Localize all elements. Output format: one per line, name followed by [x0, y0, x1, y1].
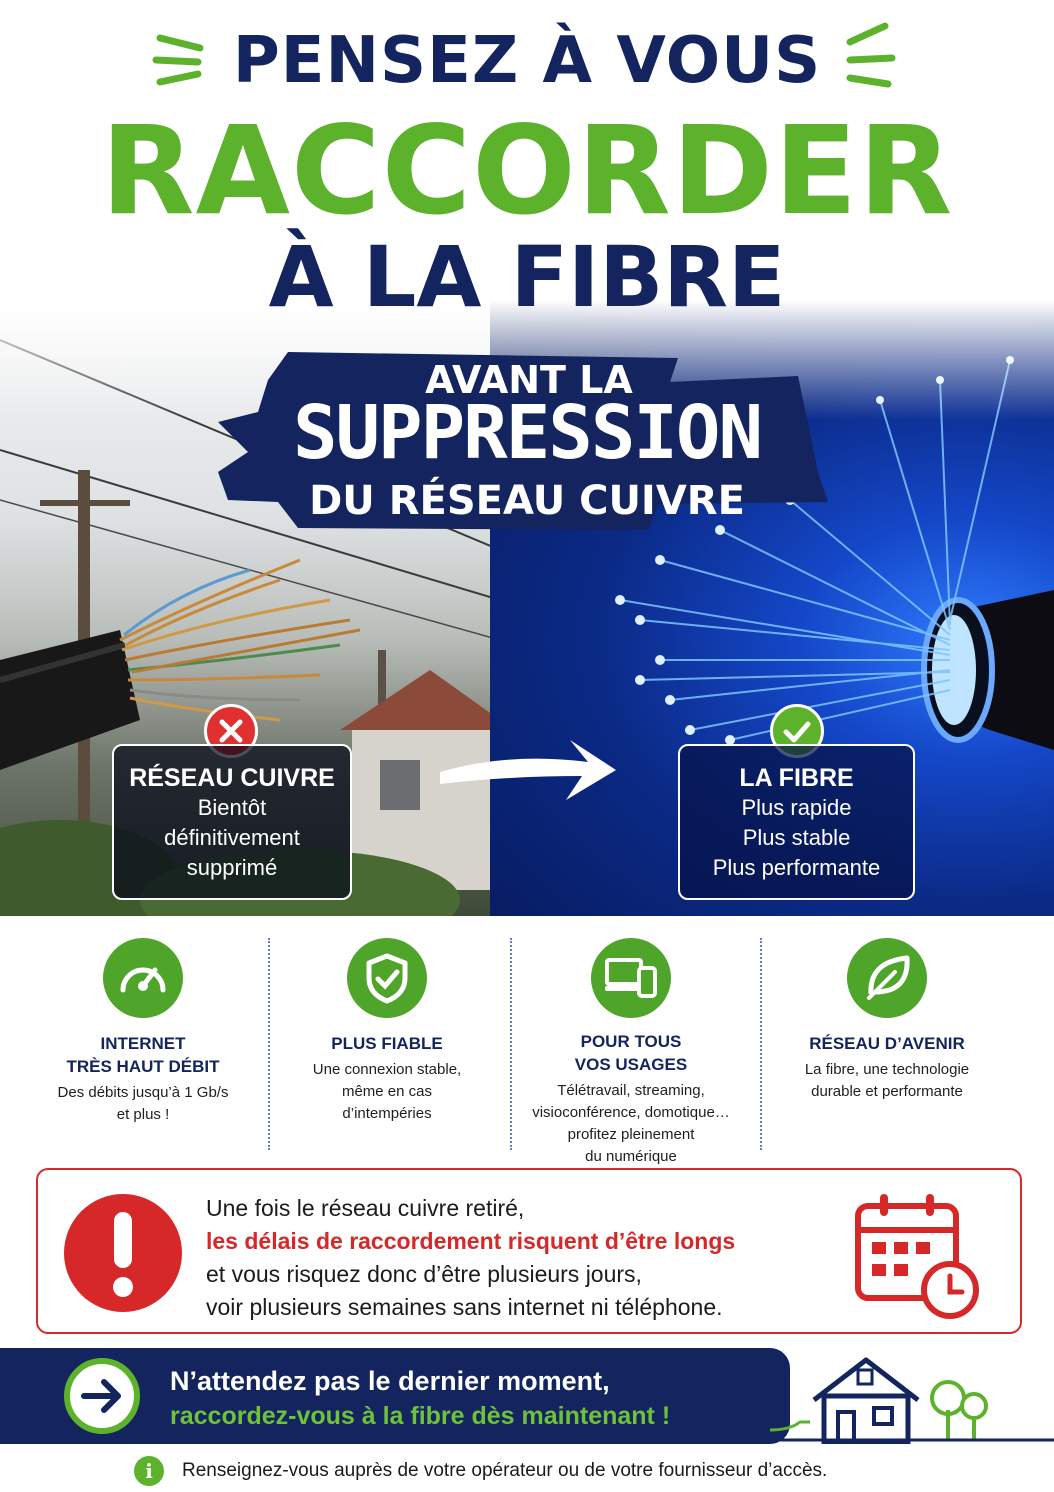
feature-text: La fibre, une technologie durable et per…: [762, 1059, 1012, 1103]
divider: [268, 938, 270, 1150]
feature-text-line: et plus !: [116, 1106, 170, 1123]
feature-title: INTERNET: [100, 1034, 186, 1053]
title-line-1: PENSEZ À VOUS: [232, 24, 822, 98]
warning-line: voir plusieurs semaines sans internet ni…: [206, 1294, 723, 1320]
feature-text: Une connexion stable, même en cas d’inte…: [262, 1059, 512, 1125]
banner-brush: [218, 352, 828, 530]
calendar-clock-icon: [855, 1194, 979, 1319]
warning-line: et vous risquez donc d’être plusieurs jo…: [206, 1261, 642, 1287]
cta-band: N’attendez pas le dernier moment, raccor…: [0, 1348, 1054, 1444]
warning-line: Une fois le réseau cuivre retiré,: [206, 1195, 525, 1221]
feature-title: RÉSEAU D’AVENIR: [809, 1034, 965, 1053]
feature-text: Télétravail, streaming, visioconférence,…: [506, 1080, 756, 1168]
warning-line-highlight: les délais de raccordement risquent d’êt…: [206, 1228, 736, 1254]
feature-text-line: La fibre, une technologie: [804, 1061, 970, 1078]
copper-line: Bientôt: [197, 795, 267, 820]
exclamation-icon: [64, 1194, 182, 1312]
feature-title: VOS USAGES: [574, 1055, 688, 1074]
shield-check-icon: [347, 938, 427, 1018]
feature-text-line: Une connexion stable,: [312, 1061, 462, 1078]
fiber-card: LA FIBRE Plus rapide Plus stable Plus pe…: [678, 744, 915, 900]
copper-line: définitivement: [164, 825, 300, 850]
feature-text-line: Télétravail, streaming,: [557, 1082, 705, 1099]
feature-text-line: du numérique: [585, 1148, 677, 1165]
feature-text-line: profitez pleinement: [567, 1126, 695, 1143]
fiber-line: Plus stable: [742, 825, 851, 850]
feature-title: TRÈS HAUT DÉBIT: [66, 1057, 220, 1076]
feature-title: POUR TOUS: [580, 1032, 682, 1051]
feature-reliable: PLUS FIABLE Une connexion stable, même e…: [262, 930, 512, 1160]
features-row: INTERNET TRÈS HAUT DÉBIT Des débits jusq…: [18, 930, 1036, 1165]
warning-box: Une fois le réseau cuivre retiré, les dé…: [36, 1168, 1022, 1334]
fiber-line: Plus performante: [712, 855, 881, 880]
banner-line-1: AVANT LA: [425, 358, 633, 402]
banner-line-2: SUPPRESSION: [292, 390, 763, 476]
info-text: Renseignez-vous auprès de votre opérateu…: [182, 1460, 828, 1481]
fiber-title: LA FIBRE: [739, 764, 854, 792]
feature-future: RÉSEAU D’AVENIR La fibre, une technologi…: [762, 930, 1012, 1160]
feature-text-line: même en cas: [341, 1083, 433, 1100]
feature-text-line: Des débits jusqu’à 1 Gb/s: [57, 1084, 229, 1101]
info-footer: i Renseignez-vous auprès de votre opérat…: [0, 1454, 1054, 1492]
devices-icon: [591, 938, 671, 1018]
speedometer-icon: [103, 938, 183, 1018]
burst-left-icon: [152, 34, 204, 86]
divider: [510, 938, 512, 1150]
arrow-right-brush-icon: [440, 740, 616, 800]
info-icon: i: [134, 1456, 164, 1486]
feature-usages: POUR TOUS VOS USAGES Télétravail, stream…: [506, 930, 756, 1165]
house-fiber-icon: [770, 1357, 1054, 1444]
copper-line: supprimé: [186, 855, 278, 880]
divider: [760, 938, 762, 1150]
fiber-line: Plus rapide: [741, 795, 852, 820]
copper-title: RÉSEAU CUIVRE: [129, 764, 335, 792]
burst-right-icon: [846, 22, 896, 88]
cta-line-2: raccordez-vous à la fibre dès maintenant…: [170, 1402, 671, 1430]
feature-speed: INTERNET TRÈS HAUT DÉBIT Des débits jusq…: [18, 930, 268, 1160]
title-line-3: À LA FIBRE: [268, 228, 786, 326]
feature-text: Des débits jusqu’à 1 Gb/s et plus !: [18, 1082, 268, 1126]
copper-card: RÉSEAU CUIVRE Bientôt définitivement sup…: [112, 744, 352, 900]
feature-title: PLUS FIABLE: [331, 1034, 443, 1053]
feature-text-line: d’intempéries: [342, 1105, 432, 1122]
leaf-icon: [847, 938, 927, 1018]
cta-line-1: N’attendez pas le dernier moment,: [170, 1366, 610, 1396]
banner-line-3: DU RÉSEAU CUIVRE: [309, 478, 745, 524]
title-line-2: RACCORDER: [100, 100, 954, 242]
fiber-scene: [615, 356, 1054, 750]
warning-text: Une fois le réseau cuivre retiré, les dé…: [206, 1192, 735, 1324]
feature-text-line: visioconférence, domotique…: [532, 1104, 730, 1121]
feature-text-line: durable et performante: [811, 1083, 963, 1100]
arrow-right-icon: [64, 1358, 140, 1434]
